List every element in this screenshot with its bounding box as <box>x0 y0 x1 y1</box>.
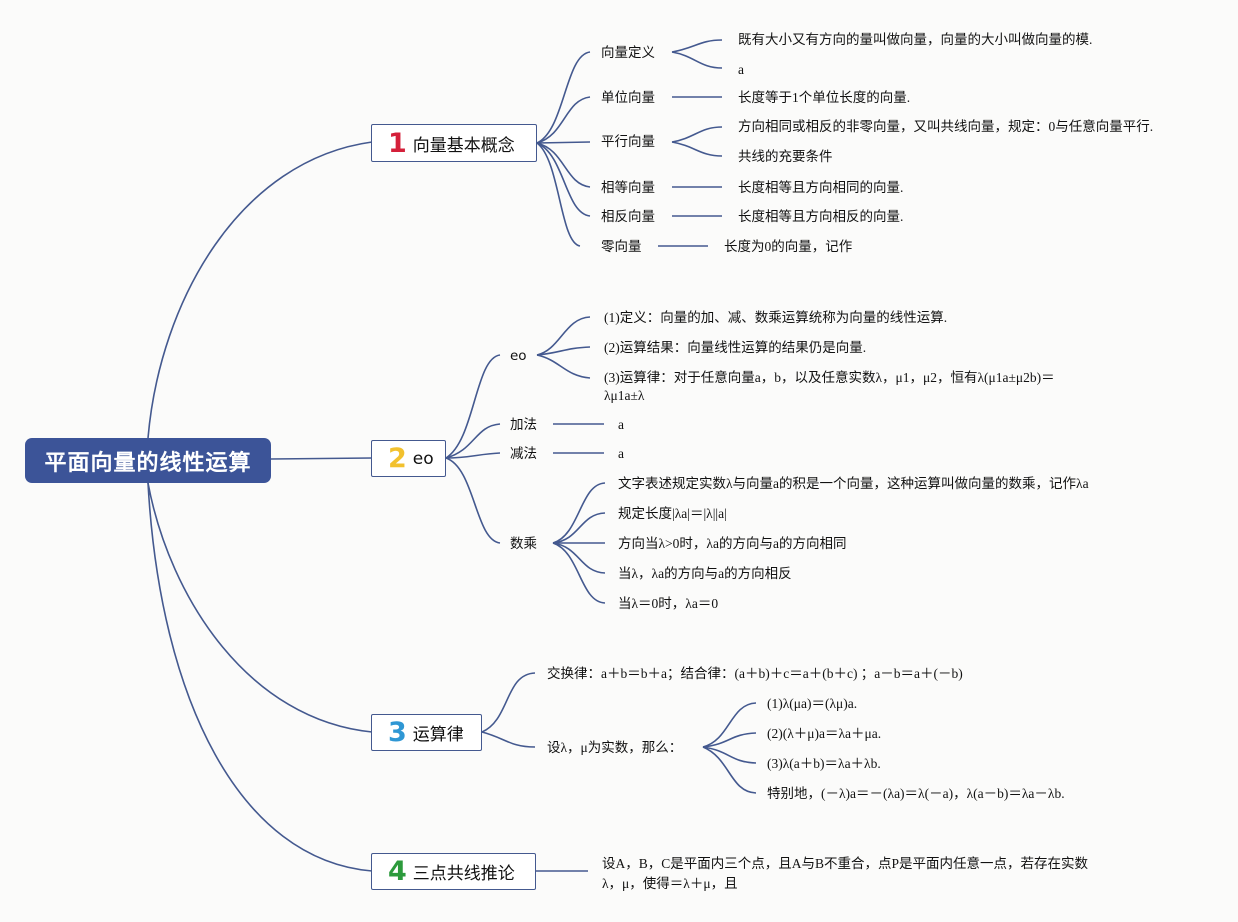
topic-unit-vector[interactable]: 单位向量 <box>601 90 655 106</box>
topic-real-numbers[interactable]: 设λ，μ为实数，那么： <box>547 740 683 755</box>
number-three-icon: 3 <box>388 717 407 748</box>
leaf-vector-symbol: a <box>738 62 744 77</box>
branch-label: eo <box>412 448 434 469</box>
branch-label: 向量基本概念 <box>412 135 515 156</box>
leaf-equal-vector: 长度相等且方向相同的向量. <box>738 180 904 195</box>
branch-collinear-corollary[interactable]: 4 三点共线推论 <box>371 853 536 890</box>
leaf-opposite-vector: 长度相等且方向相反的向量. <box>738 209 904 224</box>
leaf-scalar-zero: 当λ＝0时，λa＝0 <box>618 596 719 611</box>
leaf-law-special: 特别地，(－λ)a＝－(λa)＝λ(－a)，λ(a－b)＝λa－λb. <box>767 786 1065 801</box>
leaf-scalar-length: 规定长度|λa|＝|λ||a| <box>618 506 727 521</box>
leaf-scalar-description: 文字表述规定实数λ与向量a的积是一个向量，这种运算叫做向量的数乘，记作λa <box>618 476 1089 491</box>
root-title: 平面向量的线性运算 <box>44 450 252 476</box>
leaf-law-2: (2)(λ＋μ)a＝λa＋μa. <box>767 726 882 741</box>
leaf-linear-op-law: (3)运算律：对于任意向量a，b，以及任意实数λ，μ1，μ2，恒有λ(μ1a±μ… <box>604 370 1055 403</box>
leaf-law-3: (3)λ(a＋b)＝λa＋λb. <box>767 756 881 771</box>
topic-equal-vector[interactable]: 相等向量 <box>601 180 655 196</box>
branch-label: 三点共线推论 <box>412 864 515 884</box>
leaf-scalar-negative: 当λ，λa的方向与a的方向相反 <box>618 566 792 581</box>
leaf-linear-op-definition: (1)定义：向量的加、减、数乘运算统称为向量的线性运算. <box>604 310 948 325</box>
leaf-addition: a <box>618 417 624 432</box>
root-topic[interactable]: 平面向量的线性运算 <box>25 438 271 483</box>
leaf-collinear-corollary: 设A，B，C是平面内三个点，且A与B不重合，点P是平面内任意一点，若存在实数λ，… <box>602 856 1089 891</box>
topic-opposite-vector[interactable]: 相反向量 <box>601 209 655 225</box>
number-four-icon: 4 <box>388 856 407 887</box>
number-two-icon: 2 <box>388 443 407 474</box>
leaf-law-1: (1)λ(μa)＝(λμ)a. <box>767 696 858 711</box>
topic-eo[interactable]: eo <box>510 348 527 364</box>
branch-operation-laws[interactable]: 3 运算律 <box>371 714 482 751</box>
topic-commutative-associative[interactable]: 交换律：a＋b＝b＋a；结合律：(a＋b)＋c＝a＋(b＋c) ；a－b＝a＋(… <box>547 666 963 681</box>
topic-parallel-vector[interactable]: 平行向量 <box>601 134 655 150</box>
leaf-subtraction: a <box>618 446 624 461</box>
leaf-scalar-positive: 方向当λ>0时，λa的方向与a的方向相同 <box>618 536 847 551</box>
leaf-collinear-condition: 共线的充要条件 <box>738 149 833 164</box>
topic-zero-vector[interactable]: 零向量 <box>601 239 642 255</box>
branch-label: 运算律 <box>412 725 464 745</box>
branch-eo[interactable]: 2 eo <box>371 440 446 477</box>
topic-scalar-multiplication[interactable]: 数乘 <box>510 536 537 552</box>
topic-subtraction[interactable]: 减法 <box>510 446 537 462</box>
leaf-unit-vector: 长度等于1个单位长度的向量. <box>738 90 911 105</box>
topic-addition[interactable]: 加法 <box>510 417 537 433</box>
number-one-icon: 1 <box>388 127 407 159</box>
topic-vector-definition[interactable]: 向量定义 <box>601 45 655 61</box>
leaf-zero-vector: 长度为0的向量，记作 <box>724 239 853 254</box>
leaf-linear-op-result: (2)运算结果：向量线性运算的结果仍是向量. <box>604 340 867 355</box>
leaf-parallel-vector: 方向相同或相反的非零向量，又叫共线向量，规定：0与任意向量平行. <box>738 119 1154 134</box>
branch-basic-concepts[interactable]: 1 向量基本概念 <box>371 124 537 162</box>
leaf-vector-definition: 既有大小又有方向的量叫做向量，向量的大小叫做向量的模. <box>738 32 1093 47</box>
